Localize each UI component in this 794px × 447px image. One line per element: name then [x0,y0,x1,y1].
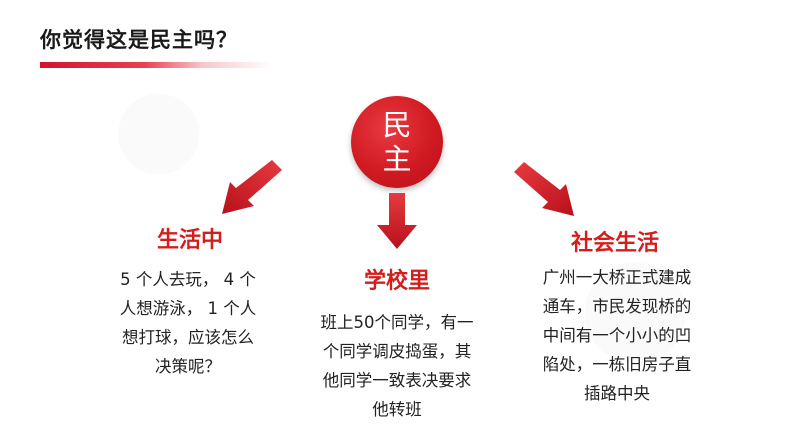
body-line: 班上50个同学，有一 [320,313,474,332]
body-line: 广州一大桥正式建成 [542,268,692,287]
body-line: 个同学调皮捣蛋，其 [322,342,472,361]
body-line: 中间有一个小小的凹 [542,326,692,345]
title-underline [40,62,272,68]
section-body-life: 5 个人去玩， 4 个 人想游泳， 1 个人 想打球，应该怎么 决策呢？ [88,265,288,381]
body-line: 5 个人去玩， 4 个 [120,270,256,289]
body-line: 他同学一致表决要求 [322,371,472,390]
body-line: 他转班 [372,400,422,419]
center-char-1: 民 [382,108,412,142]
section-body-society: 广州一大桥正式建成 通车，市民发现桥的 中间有一个小小的凹 陷处，一栋旧房子直 … [517,263,717,408]
right-arrow-icon [514,162,574,216]
slide-title: 你觉得这是民主吗？ [40,28,238,52]
body-line: 通车，市民发现桥的 [542,297,692,316]
center-char-2: 主 [382,142,412,176]
body-line: 想打球，应该怎么 [122,328,254,347]
body-line: 插路中央 [584,384,650,403]
body-line: 决策呢？ [155,357,221,376]
body-line: 人想游泳， 1 个人 [119,299,257,318]
section-body-school: 班上50个同学，有一 个同学调皮捣蛋，其 他同学一致表决要求 他转班 [297,308,497,424]
left-arrow-icon [222,160,282,214]
middle-arrow-icon [377,193,417,249]
section-heading-school: 学校里 [363,269,430,294]
section-heading-society: 社会生活 [570,231,659,256]
center-circle: 民 主 [351,96,443,188]
section-heading-life: 生活中 [156,228,223,253]
body-line: 陷处，一栋旧房子直 [542,355,692,374]
